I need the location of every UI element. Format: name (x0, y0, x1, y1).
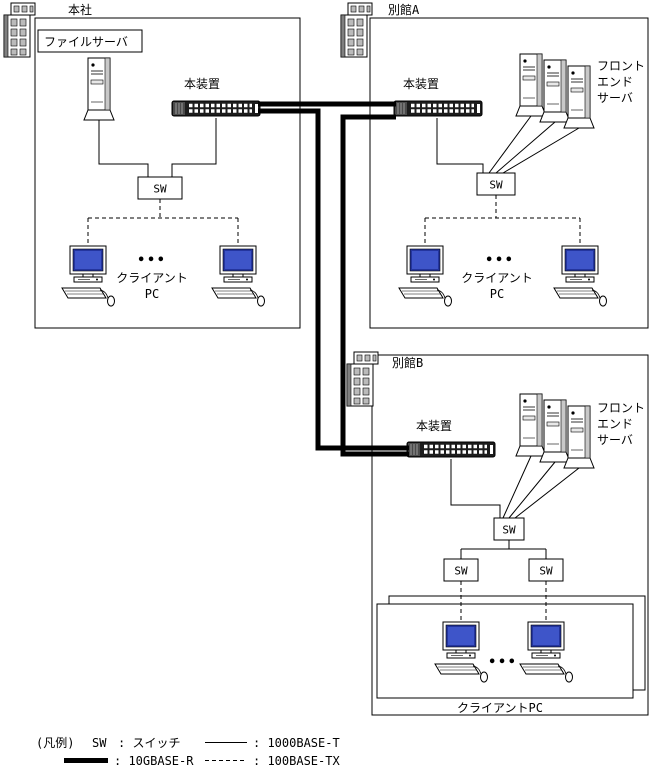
frontend-server-label: サーバ (597, 91, 633, 105)
ellipsis-dots: ••• (137, 253, 166, 268)
link-frontend-1 (502, 455, 532, 519)
legend-10gbase-r: : 10GBASE-R (114, 754, 194, 768)
device-label: 本装置 (416, 419, 452, 433)
link-frontend-2 (508, 461, 556, 519)
ellipsis-dots: ••• (485, 253, 514, 268)
building-icon (340, 2, 373, 58)
client-pc-label: PC (490, 287, 504, 301)
building-icon (346, 351, 379, 407)
link-frontend-3 (502, 127, 580, 174)
frontend-server-icon (515, 393, 547, 457)
site-box-annex-b (371, 354, 649, 716)
site-box-annex-a (369, 17, 649, 329)
switch-box (476, 172, 516, 196)
device-label: 本装置 (403, 77, 439, 91)
client-pc-label: PC (145, 287, 159, 301)
link-frontend-2 (495, 121, 556, 174)
file-server-label-box (37, 29, 143, 53)
site-name: 別館A (388, 2, 420, 17)
link-device-to-sw (450, 459, 501, 518)
legend-1000base-t: : 1000BASE-T (253, 736, 340, 750)
switch-label: SW (539, 565, 553, 578)
client-pc-label: クライアントPC (457, 701, 543, 715)
switch-label: SW (454, 565, 468, 578)
frontend-server-label: サーバ (597, 433, 633, 447)
frontend-server-icon (539, 59, 571, 123)
frontend-server-label: フロント (597, 59, 645, 73)
link-device-to-sw (171, 118, 217, 177)
client-group-box-front (376, 603, 634, 699)
site-annex-b: 別館B 本装置 フロント エンド サーバ SW SW SW ••• クライアント… (346, 351, 649, 716)
main-device-icon (392, 99, 484, 118)
legend-sw-abbr: SW (92, 736, 107, 750)
frontend-server-label: エンド (597, 417, 633, 431)
backbone-links (258, 101, 409, 457)
main-device-icon (405, 440, 497, 459)
client-pc-icon (553, 245, 607, 307)
device-label: 本装置 (184, 77, 220, 91)
site-name: 本社 (68, 2, 92, 17)
client-pc-icon (61, 245, 115, 307)
file-server-label: ファイルサーバ (44, 35, 128, 49)
client-pc-icon (211, 245, 265, 307)
site-box-head-office (34, 17, 301, 329)
frontend-server-icon (563, 405, 595, 469)
switch-label: SW (153, 183, 167, 196)
frontend-server-icon (563, 65, 595, 129)
legend-title: (凡例) (36, 736, 74, 750)
switch-label: SW (502, 524, 516, 537)
frontend-server-icon (515, 53, 547, 117)
link-fileserver-to-sw (98, 120, 149, 177)
switch-box (493, 517, 525, 541)
frontend-server-icon (539, 399, 571, 463)
main-device-icon (170, 99, 262, 118)
site-name: 別館B (392, 355, 423, 370)
client-pc-label: クライアント (461, 271, 533, 285)
frontend-server-label: エンド (597, 75, 633, 89)
legend: (凡例) SW : スイッチ : 1000BASE-T : 10GBASE-R … (36, 736, 340, 768)
link-frontend-3 (514, 467, 580, 519)
link-hq-to-annex-b (258, 108, 409, 451)
ellipsis-dots: ••• (488, 655, 517, 670)
site-head-office: 本社 ファイルサーバ 本装置 SW ••• クライアント PC (3, 2, 301, 329)
legend-100base-tx: : 100BASE-TX (253, 754, 340, 768)
file-server-icon (83, 57, 115, 121)
frontend-server-label: フロント (597, 401, 645, 415)
switch-label: SW (489, 179, 503, 192)
link-device-to-sw (436, 118, 484, 173)
client-pc-label: クライアント (116, 271, 188, 285)
link-frontend-1 (488, 115, 532, 174)
site-annex-a: 別館A 本装置 フロント エンド サーバ SW ••• クライアント PC (340, 2, 649, 329)
building-icon (3, 2, 36, 58)
client-pc-icon (398, 245, 452, 307)
legend-sw-desc: : スイッチ (118, 736, 180, 750)
switch-box (137, 176, 183, 200)
link-annex-a-to-annex-b (340, 114, 409, 457)
